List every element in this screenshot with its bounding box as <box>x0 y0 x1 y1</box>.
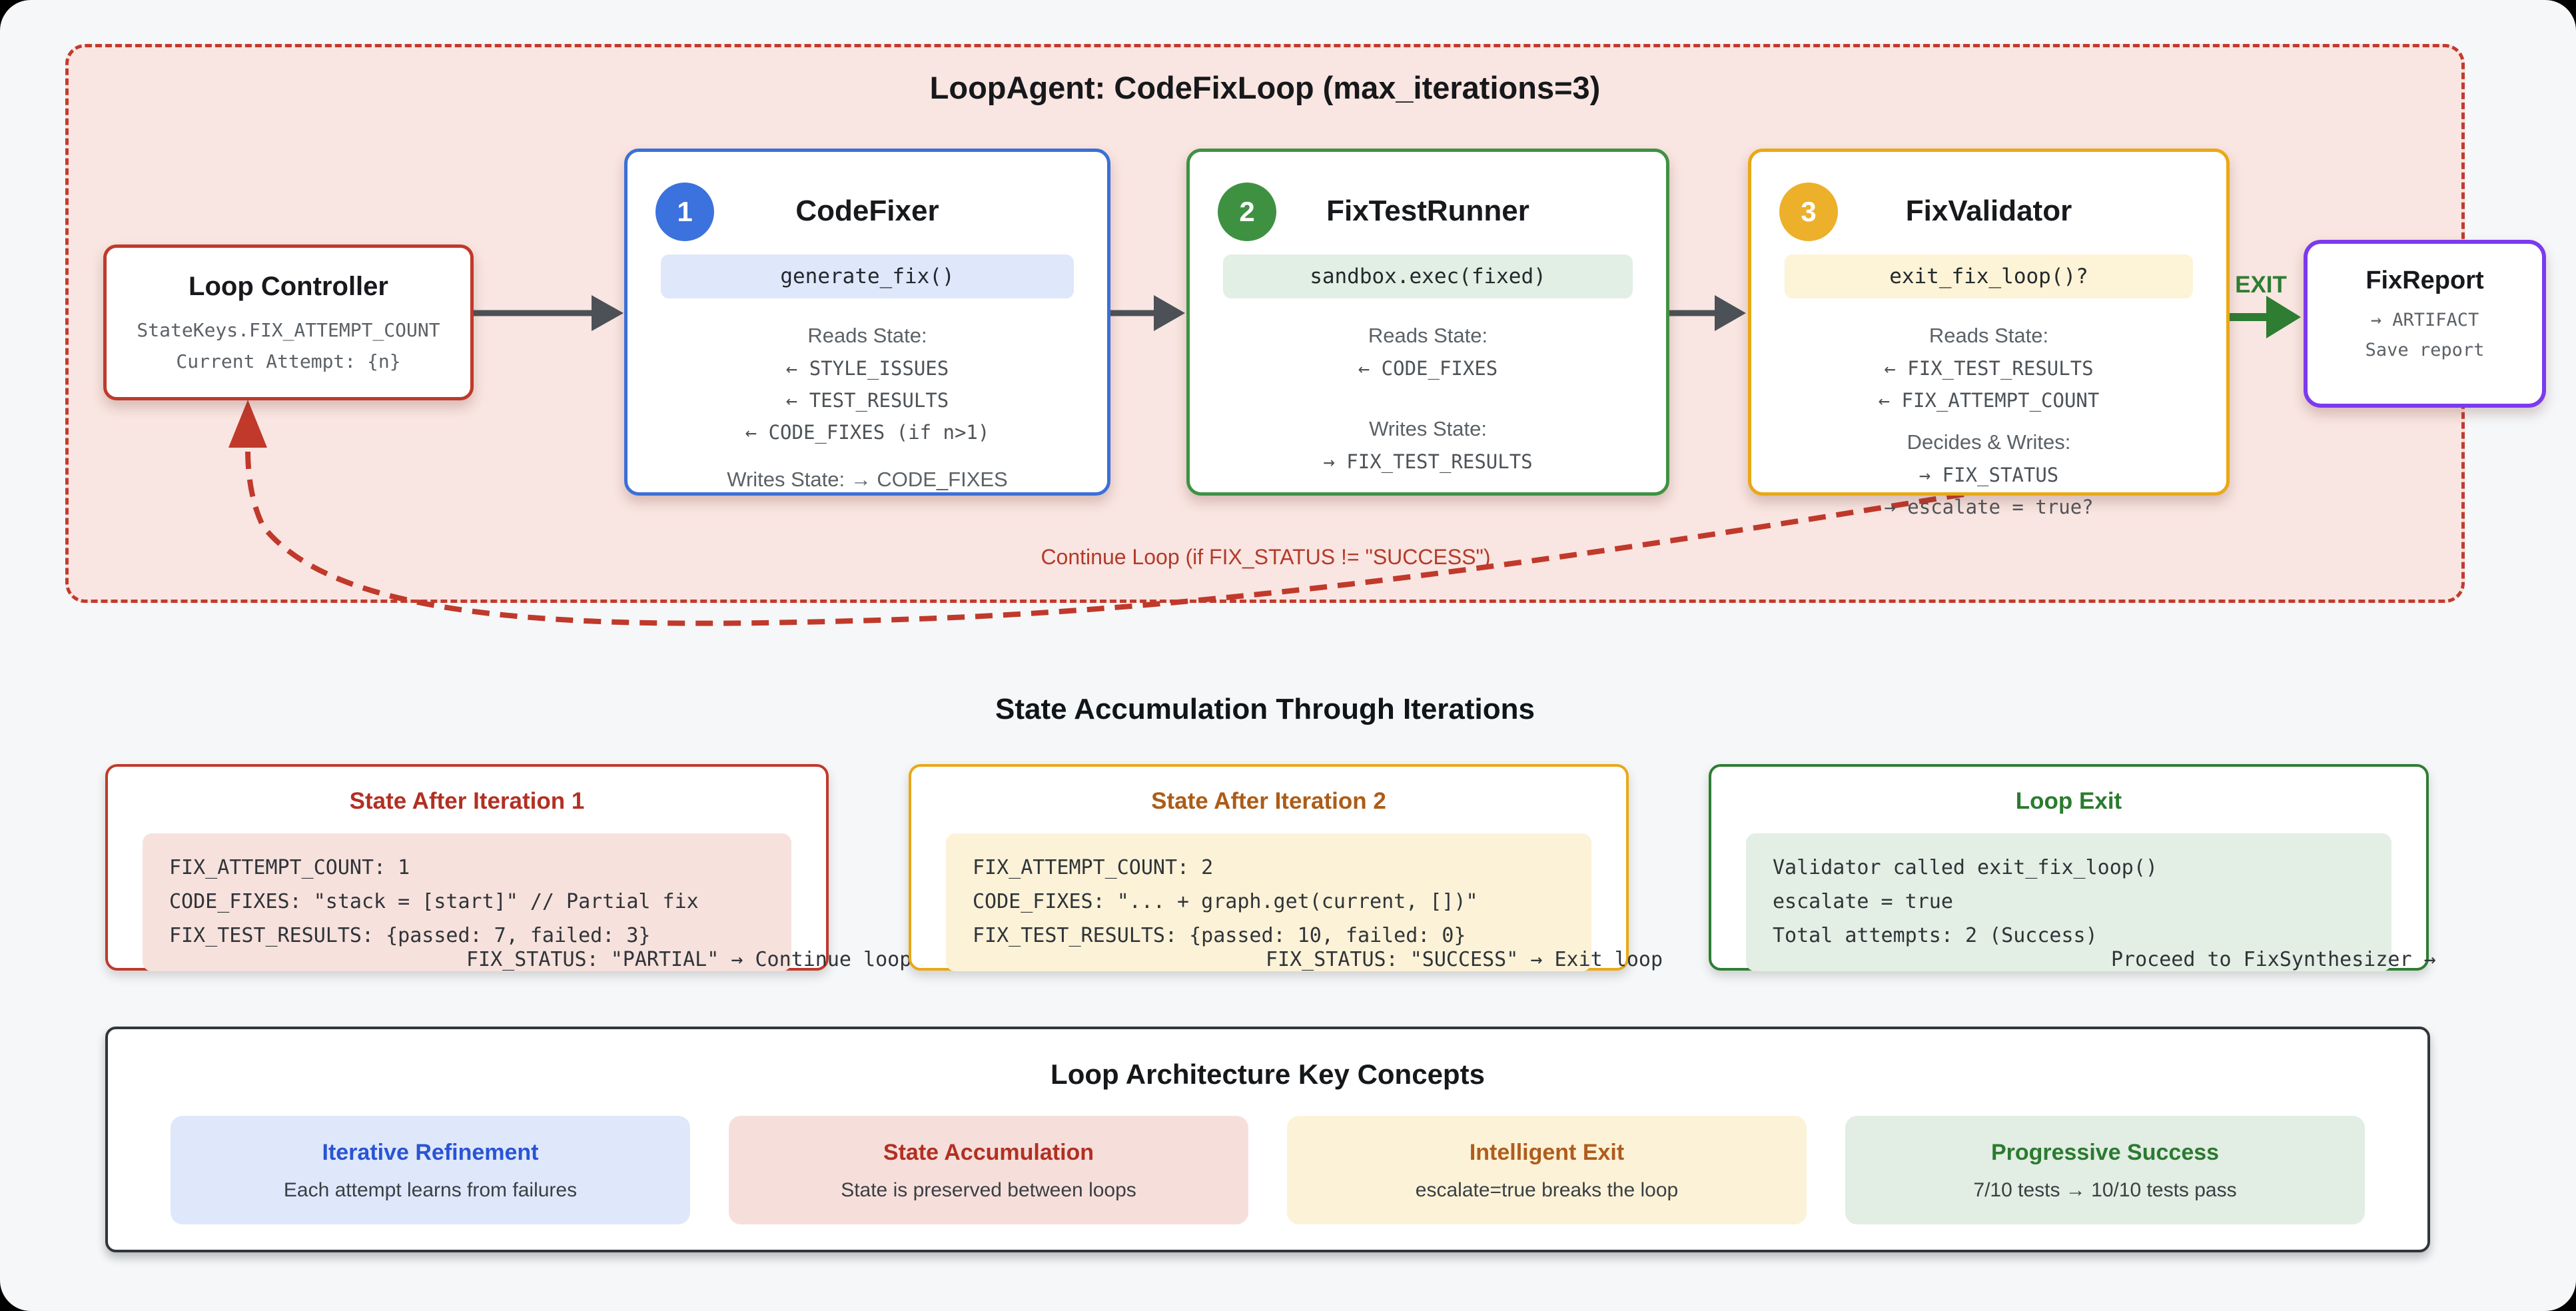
fixvalidator-node: 3 FixValidator exit_fix_loop()? Reads St… <box>1748 149 2230 518</box>
fixreport-title: FixReport <box>2365 266 2484 294</box>
state-iteration-2-status-line: FIX_STATUS: "SUCCESS" → Exit loop <box>1266 948 1663 971</box>
key-concepts-title: Loop Architecture Key Concepts <box>1051 1059 1485 1090</box>
concept-desc: State is preserved between loops <box>841 1179 1136 1201</box>
key-concepts-panel: Loop Architecture Key Concepts Iterative… <box>105 1027 2430 1252</box>
concept-title: Progressive Success <box>1990 1140 2220 1165</box>
fixtestrunner-method-pill: sandbox.exec(fixed) <box>1223 254 1633 298</box>
fixvalidator-method-pill: exit_fix_loop()? <box>1785 254 2193 298</box>
loop-exit-panel: Validator called exit_fix_loop() escalat… <box>1746 833 2391 971</box>
loop-exit-card: Loop Exit Validator called exit_fix_loop… <box>1709 764 2436 971</box>
state-line: CODE_FIXES: "stack = [start]" // Partial… <box>169 890 699 913</box>
fixvalidator-reads-item: ← FIX_TEST_RESULTS <box>1884 357 2094 380</box>
state-iteration-2-title: State After Iteration 2 <box>1151 788 1386 814</box>
state-section-title: State Accumulation Through Iterations <box>995 693 1535 725</box>
fixreport-save-line: Save report <box>2365 340 2485 360</box>
state-iteration-2-panel: FIX_ATTEMPT_COUNT: 2 CODE_FIXES: "... + … <box>946 833 1591 971</box>
fixvalidator-reads-label: Reads State: <box>1929 324 2049 347</box>
loop-controller-statekey: StateKeys.FIX_ATTEMPT_COUNT <box>137 319 440 341</box>
codefixer-reads-item: ← STYLE_ISSUES <box>785 357 949 380</box>
fixvalidator-reads-item: ← FIX_ATTEMPT_COUNT <box>1878 389 2100 412</box>
state-line: FIX_ATTEMPT_COUNT: 2 <box>973 856 1214 879</box>
fixtestrunner-title: FixTestRunner <box>1326 195 1529 227</box>
state-iteration-1-status-line: FIX_STATUS: "PARTIAL" → Continue loop <box>466 948 912 971</box>
fixvalidator-decides-label: Decides & Writes: <box>1907 430 2071 454</box>
concept-title: Intelligent Exit <box>1469 1140 1625 1165</box>
state-iteration-1-title: State After Iteration 1 <box>349 788 585 814</box>
fixtestrunner-writes-label: Writes State: <box>1369 417 1487 440</box>
codefixer-reads-item: ← CODE_FIXES (if n>1) <box>745 421 990 444</box>
exit-label: EXIT <box>2235 272 2287 298</box>
codefixer-title: CodeFixer <box>795 195 939 227</box>
step-3-badge: 3 <box>1779 183 1838 241</box>
codefixer-node: 1 CodeFixer generate_fix() Reads State: … <box>624 149 1110 496</box>
codefixer-reads-item: ← TEST_RESULTS <box>785 389 949 412</box>
key-concepts-row: Iterative Refinement Each attempt learns… <box>108 1116 2427 1224</box>
concept-desc: 7/10 tests → 10/10 tests pass <box>1973 1179 2237 1201</box>
step-1-badge: 1 <box>655 183 714 241</box>
state-line: FIX_TEST_RESULTS: {passed: 7, failed: 3} <box>169 924 651 947</box>
state-line: Validator called exit_fix_loop() <box>1773 856 2158 879</box>
state-iteration-2-card: State After Iteration 2 FIX_ATTEMPT_COUN… <box>909 764 1663 971</box>
fixvalidator-writes-item: → FIX_STATUS <box>1919 464 2059 486</box>
concept-iterative-refinement: Iterative Refinement Each attempt learns… <box>171 1116 690 1224</box>
concept-progressive-success: Progressive Success 7/10 tests → 10/10 t… <box>1845 1116 2365 1224</box>
fixtestrunner-writes-item: → FIX_TEST_RESULTS <box>1323 450 1533 473</box>
state-line: FIX_ATTEMPT_COUNT: 1 <box>169 856 410 879</box>
concept-title: State Accumulation <box>883 1140 1094 1165</box>
codefixer-method-pill: generate_fix() <box>661 254 1074 298</box>
loop-controller-attempt: Current Attempt: {n} <box>176 350 401 372</box>
concept-intelligent-exit: Intelligent Exit escalate=true breaks th… <box>1287 1116 1807 1224</box>
concept-desc: escalate=true breaks the loop <box>1415 1179 1679 1201</box>
codefixer-writes-line: Writes State: → CODE_FIXES <box>727 468 1008 491</box>
state-line: CODE_FIXES: "... + graph.get(current, []… <box>973 890 1478 913</box>
concept-desc: Each attempt learns from failures <box>283 1179 578 1201</box>
loop-exit-proceed-line: Proceed to FixSynthesizer → <box>2111 948 2436 971</box>
fixvalidator-title: FixValidator <box>1905 195 2072 227</box>
concept-title: Iterative Refinement <box>322 1140 539 1165</box>
state-iteration-1-card: State After Iteration 1 FIX_ATTEMPT_COUN… <box>105 764 911 971</box>
concept-state-accumulation: State Accumulation State is preserved be… <box>729 1116 1248 1224</box>
step-2-badge: 2 <box>1218 183 1276 241</box>
loop-exit-title: Loop Exit <box>2015 788 2122 814</box>
loop-controller-title: Loop Controller <box>189 272 388 301</box>
fixvalidator-escalate-item: → escalate = true? <box>1884 496 2094 518</box>
state-line: FIX_TEST_RESULTS: {passed: 10, failed: 0… <box>973 924 1466 947</box>
state-line: Total attempts: 2 (Success) <box>1773 924 2098 947</box>
fixtestrunner-node: 2 FixTestRunner sandbox.exec(fixed) Read… <box>1186 149 1669 496</box>
fixtestrunner-reads-item: ← CODE_FIXES <box>1358 357 1498 380</box>
state-line: escalate = true <box>1773 890 1953 913</box>
fixreport-artifact-line: → ARTIFACT <box>2370 310 2479 330</box>
state-iteration-1-panel: FIX_ATTEMPT_COUNT: 1 CODE_FIXES: "stack … <box>143 833 791 971</box>
loop-agent-title: LoopAgent: CodeFixLoop (max_iterations=3… <box>929 70 1601 105</box>
loop-controller-node: Loop Controller StateKeys.FIX_ATTEMPT_CO… <box>103 244 474 400</box>
continue-loop-label: Continue Loop (if FIX_STATUS != "SUCCESS… <box>1041 545 1491 569</box>
fixtestrunner-reads-label: Reads State: <box>1368 324 1488 347</box>
fixreport-node: FixReport → ARTIFACT Save report <box>2304 240 2546 408</box>
codefixer-reads-label: Reads State: <box>807 324 927 347</box>
